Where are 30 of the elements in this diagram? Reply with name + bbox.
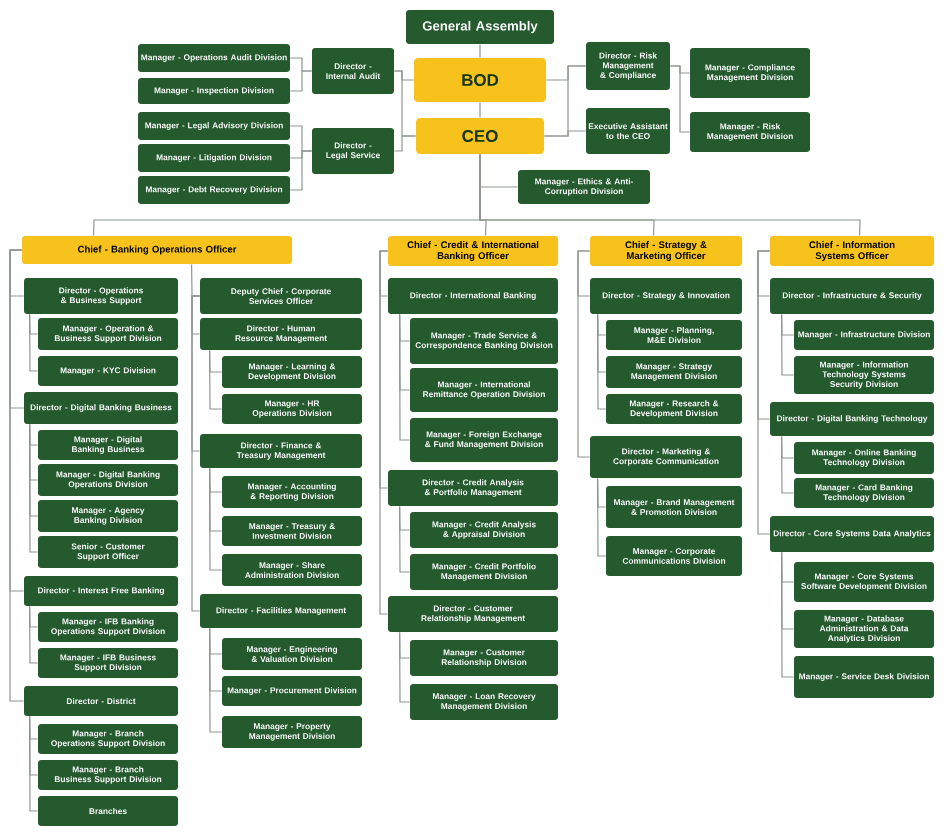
connector-line [597, 313, 607, 410]
connector-line [479, 153, 861, 237]
connector-line [479, 101, 481, 119]
connector-line [399, 505, 411, 573]
connector-line [209, 467, 223, 571]
connector-line [29, 423, 39, 553]
connector-line [379, 250, 389, 615]
board-box: CEO [416, 118, 544, 154]
board-box: BOD [414, 58, 546, 102]
connector-line [399, 631, 411, 703]
connector-line [209, 349, 223, 410]
connector-line [289, 150, 313, 191]
connector-line [29, 313, 39, 372]
connector-line [29, 715, 39, 812]
connector-line [781, 551, 795, 678]
connector-line [29, 605, 39, 664]
connector-line [289, 70, 313, 92]
connector-line [191, 295, 201, 612]
connector-line [393, 135, 417, 152]
connector-line [209, 627, 223, 733]
connector-line [781, 435, 795, 494]
connector-line [399, 313, 411, 441]
connector-line [781, 313, 795, 376]
connector-line [479, 43, 481, 59]
connector-line [757, 250, 771, 535]
connector-line [577, 250, 591, 458]
connector-line [669, 65, 691, 133]
connector-line [597, 477, 607, 557]
connector-line [9, 249, 25, 702]
connector-line [543, 130, 587, 137]
